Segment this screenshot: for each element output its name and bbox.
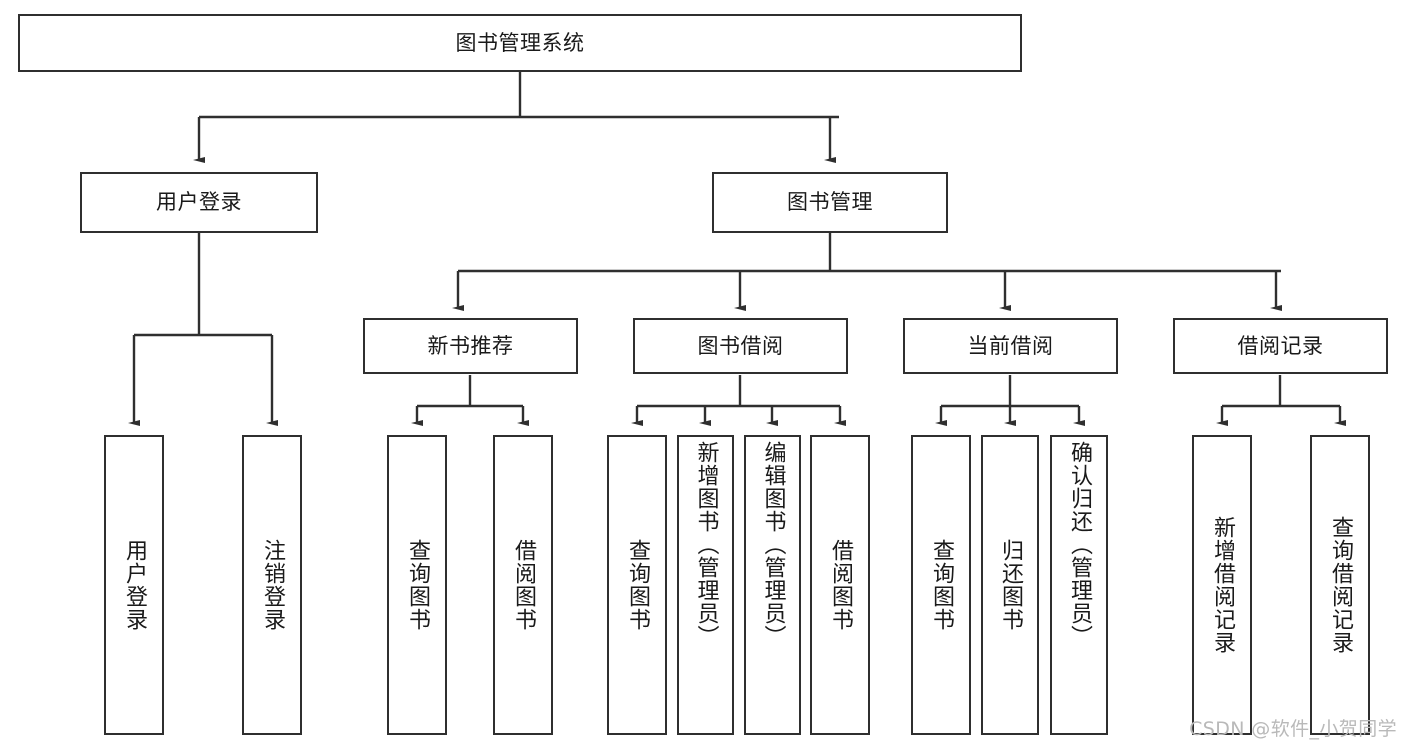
- node-label: 注销登录: [259, 539, 285, 631]
- node-label: 新增借阅记录: [1209, 516, 1235, 654]
- node-user-login[interactable]: 用户登录: [80, 172, 318, 233]
- leaf-return-book[interactable]: 归还图书: [981, 435, 1039, 735]
- node-label: 当前借阅: [967, 333, 1054, 358]
- leaf-query-book-current[interactable]: 查询图书: [911, 435, 971, 735]
- node-borrow-record[interactable]: 借阅记录: [1173, 318, 1388, 374]
- leaf-logout[interactable]: 注销登录: [242, 435, 302, 735]
- node-label: 图书管理系统: [455, 30, 585, 55]
- node-label: 用户登录: [121, 539, 147, 631]
- node-label: 新书推荐: [427, 333, 514, 358]
- leaf-query-book-borrow[interactable]: 查询图书: [607, 435, 667, 735]
- node-label: 确认归还（管理员）: [1066, 441, 1092, 648]
- leaf-add-borrow-record[interactable]: 新增借阅记录: [1192, 435, 1252, 735]
- node-book-borrow[interactable]: 图书借阅: [633, 318, 848, 374]
- leaf-edit-book-admin[interactable]: 编辑图书（管理员）: [744, 435, 801, 735]
- node-label: 新增图书（管理员）: [693, 441, 719, 648]
- node-label: 图书借阅: [697, 333, 784, 358]
- node-book-management[interactable]: 图书管理: [712, 172, 948, 233]
- node-current-borrow[interactable]: 当前借阅: [903, 318, 1118, 374]
- leaf-user-login[interactable]: 用户登录: [104, 435, 164, 735]
- leaf-borrow-book[interactable]: 借阅图书: [810, 435, 870, 735]
- node-label: 借阅记录: [1237, 333, 1324, 358]
- node-label: 图书管理: [787, 190, 873, 215]
- node-label: 借阅图书: [510, 539, 536, 631]
- node-root-system[interactable]: 图书管理系统: [18, 14, 1022, 72]
- node-label: 用户登录: [156, 190, 242, 215]
- leaf-borrow-book-newbook[interactable]: 借阅图书: [493, 435, 553, 735]
- leaf-query-book-newbook[interactable]: 查询图书: [387, 435, 447, 735]
- leaf-confirm-return-admin[interactable]: 确认归还（管理员）: [1050, 435, 1108, 735]
- node-label: 借阅图书: [827, 539, 853, 631]
- node-new-book-recommend[interactable]: 新书推荐: [363, 318, 578, 374]
- node-label: 查询借阅记录: [1327, 516, 1353, 654]
- node-label: 编辑图书（管理员）: [760, 441, 786, 648]
- leaf-add-book-admin[interactable]: 新增图书（管理员）: [677, 435, 734, 735]
- node-label: 查询图书: [928, 539, 954, 631]
- node-label: 归还图书: [997, 539, 1023, 631]
- node-label: 查询图书: [404, 539, 430, 631]
- watermark: CSDN @软件_小贺同学: [1189, 718, 1397, 740]
- node-label: 查询图书: [624, 539, 650, 631]
- leaf-query-borrow-record[interactable]: 查询借阅记录: [1310, 435, 1370, 735]
